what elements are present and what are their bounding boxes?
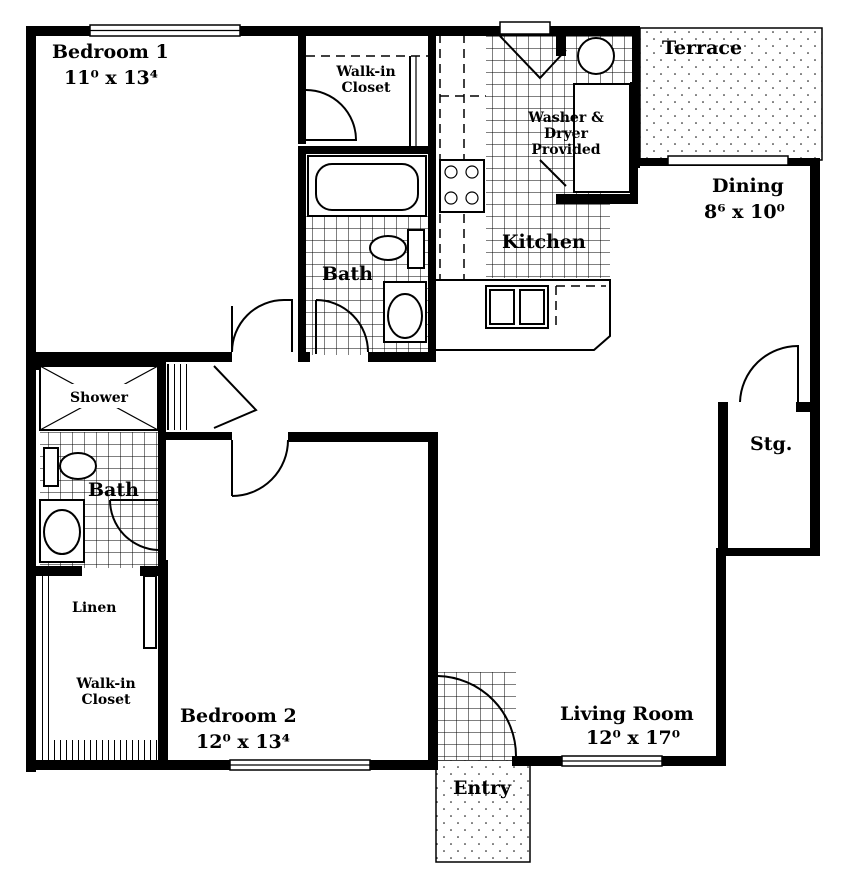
living-room-dims: 12⁰ x 17⁰ xyxy=(586,727,680,749)
bath1-name: Bath xyxy=(322,263,373,285)
walkin-closet1-line1: Walk-in xyxy=(335,64,395,80)
dining-dims: 8⁶ x 10⁰ xyxy=(704,201,785,223)
storage-name: Stg. xyxy=(750,433,792,455)
fixtures xyxy=(38,34,631,760)
bedroom1-dims: 11⁰ x 13⁴ xyxy=(64,67,158,89)
terrace-name: Terrace xyxy=(662,37,742,59)
kitchen-name: Kitchen xyxy=(502,231,586,253)
walkin-closet1-line2: Closet xyxy=(341,80,391,96)
doors xyxy=(108,35,799,757)
living-room-name: Living Room xyxy=(560,703,694,725)
walls xyxy=(26,26,820,772)
walkin-closet2-line1: Walk-in xyxy=(75,676,135,692)
walkin-closet2-line2: Closet xyxy=(81,692,131,708)
shower-name: Shower xyxy=(70,390,129,406)
washer-dryer-line3: Provided xyxy=(531,142,600,158)
washer-dryer-line1: Washer & xyxy=(527,110,604,126)
bedroom2-dims: 12⁰ x 13⁴ xyxy=(196,731,290,753)
entry-name: Entry xyxy=(453,777,512,799)
windows xyxy=(89,21,789,771)
dining-name: Dining xyxy=(712,175,784,197)
bath2-name: Bath xyxy=(88,479,139,501)
bedroom1-name: Bedroom 1 xyxy=(52,41,169,63)
entry-area xyxy=(435,759,531,863)
washer-dryer-line2: Dryer xyxy=(544,126,589,142)
linen-name: Linen xyxy=(72,600,116,616)
bedroom2-name: Bedroom 2 xyxy=(180,705,297,727)
room-labels: Bedroom 1 11⁰ x 13⁴ Walk-in Closet Washe… xyxy=(52,37,792,799)
